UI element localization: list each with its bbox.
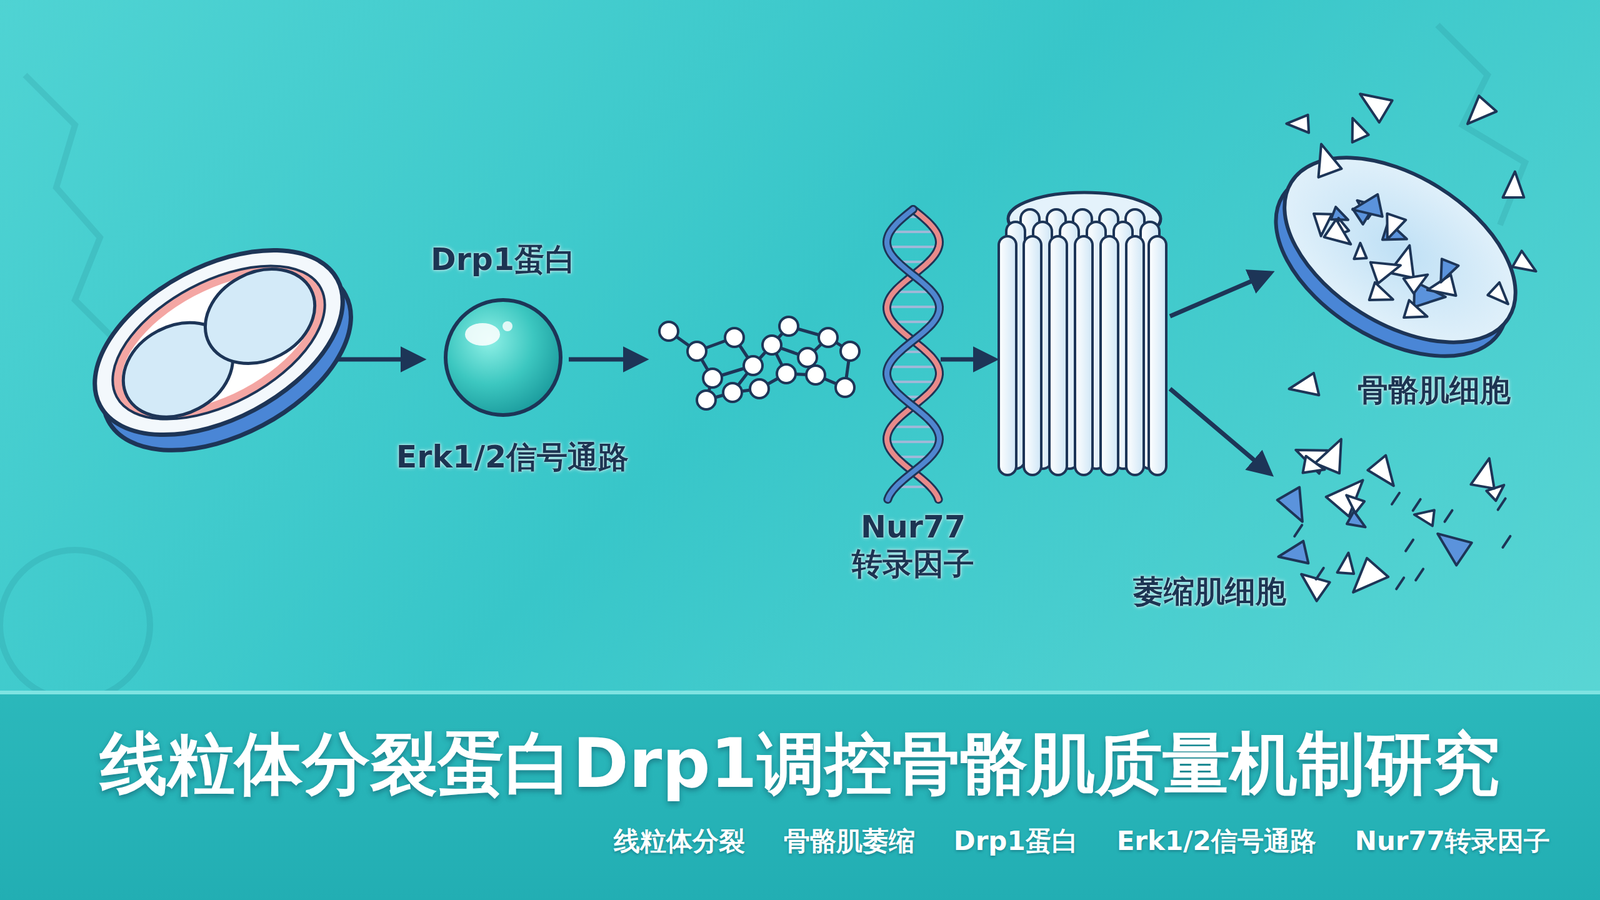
polygon-shape (1346, 495, 1365, 514)
line-shape (1294, 525, 1302, 537)
polygon-shape (1431, 256, 1459, 286)
circle-shape (762, 335, 782, 355)
polygon-shape (1318, 144, 1342, 178)
circle-shape (750, 379, 769, 399)
line-shape (1316, 568, 1324, 580)
circle-shape (776, 364, 796, 384)
polygon-shape (1305, 205, 1334, 236)
circle-shape (835, 378, 855, 397)
polygon-shape (1351, 243, 1372, 265)
circle-shape (743, 356, 763, 375)
line-shape (888, 365, 939, 369)
polygon-shape (1303, 456, 1325, 474)
line-shape (886, 440, 939, 444)
drp1-sphere (445, 300, 561, 415)
circle-shape (687, 341, 707, 361)
polygon-shape (1399, 265, 1428, 295)
signal-network (659, 316, 860, 410)
path-shape (886, 209, 940, 500)
title: 线粒体分裂蛋白Drp1调控骨骼肌质量机制研究 (0, 718, 1600, 810)
rect-shape (1100, 236, 1119, 475)
illustration-node: 骨骼肌细胞 (1268, 87, 1563, 425)
mitochondrion (64, 211, 382, 489)
line-shape (1391, 493, 1400, 505)
polygon-shape (1360, 93, 1393, 123)
polygon-shape (1365, 282, 1396, 311)
polygon-shape (1286, 115, 1309, 134)
rect-shape (1148, 236, 1167, 475)
line-shape (1396, 577, 1404, 589)
node-label: Drp1蛋白 (430, 241, 576, 279)
line-shape (1498, 498, 1506, 510)
polygon-shape (1277, 487, 1303, 522)
rect-shape (1075, 236, 1093, 475)
line-shape (1502, 536, 1510, 548)
illustration-node: Nur77 转录因子 (812, 200, 1019, 588)
line-shape (1405, 540, 1414, 552)
polygon-shape (1352, 187, 1392, 225)
illustration-node: Drp1蛋白 Erk1/2信号通路 (375, 237, 657, 482)
polygon-shape (1337, 553, 1355, 575)
circle-shape (723, 383, 742, 402)
circle-shape (840, 341, 860, 361)
polygon-shape (1487, 282, 1509, 305)
keyword: 线粒体分裂 (613, 823, 745, 859)
node-label: Erk1/2信号通路 (396, 439, 629, 477)
node-label: Nur77 转录因子 (841, 509, 985, 584)
rect-shape (1126, 236, 1144, 475)
polygon-shape (1278, 541, 1309, 564)
path-shape (886, 209, 940, 500)
polygon-shape (1363, 250, 1401, 289)
circle-shape (703, 368, 722, 388)
keyword: Erk1/2信号通路 (1116, 823, 1317, 859)
keyword: Drp1蛋白 (953, 823, 1079, 859)
polygon-shape (1470, 458, 1494, 489)
illustration-node: 萎缩肌细胞 (1118, 431, 1532, 619)
broken-muscle-cell (1243, 119, 1549, 394)
polygon-shape (1352, 118, 1369, 143)
circle-shape (818, 328, 838, 347)
polygon-shape (1323, 218, 1358, 252)
polygon-shape (1414, 510, 1435, 526)
polygon-shape (1503, 171, 1525, 198)
polygon-shape (1400, 300, 1430, 328)
circle-shape (696, 390, 716, 410)
keyword-row: 线粒体分裂 骨骼肌萎缩 Drp1蛋白 Erk1/2信号通路 Nur77转录因子 (613, 823, 1550, 859)
circle-shape (806, 365, 825, 385)
line-shape (886, 305, 940, 309)
node-label: 萎缩肌细胞 (1133, 573, 1287, 611)
node-label: 骨骼肌细胞 (1357, 372, 1511, 410)
path-shape (886, 209, 940, 500)
line-shape (887, 245, 939, 249)
rect-shape (1049, 236, 1067, 475)
line-shape (1415, 568, 1424, 580)
polygon-shape (1367, 455, 1394, 487)
polygon-shape (1289, 373, 1320, 395)
line-shape (888, 380, 937, 384)
atrophy-shards (1277, 93, 1537, 601)
polygon-shape (1353, 558, 1389, 593)
line-shape (1445, 510, 1453, 522)
path-shape (886, 209, 940, 500)
circle-shape (779, 316, 799, 336)
keyword: 骨骼肌萎缩 (783, 823, 915, 859)
muscle-fiber-bundle (998, 192, 1167, 475)
keyword: Nur77转录因子 (1355, 823, 1550, 859)
polygon-shape (1512, 250, 1537, 272)
rect-shape (1023, 236, 1042, 475)
line-shape (1413, 499, 1421, 511)
dna-helix (886, 209, 940, 500)
line-shape (890, 230, 937, 234)
line-shape (891, 425, 935, 429)
circle-shape (659, 321, 679, 341)
polygon-shape (1437, 533, 1472, 566)
circle-shape (725, 328, 744, 347)
rect-shape (998, 236, 1017, 475)
circle-shape (798, 348, 817, 367)
polygon-shape (1467, 95, 1497, 124)
